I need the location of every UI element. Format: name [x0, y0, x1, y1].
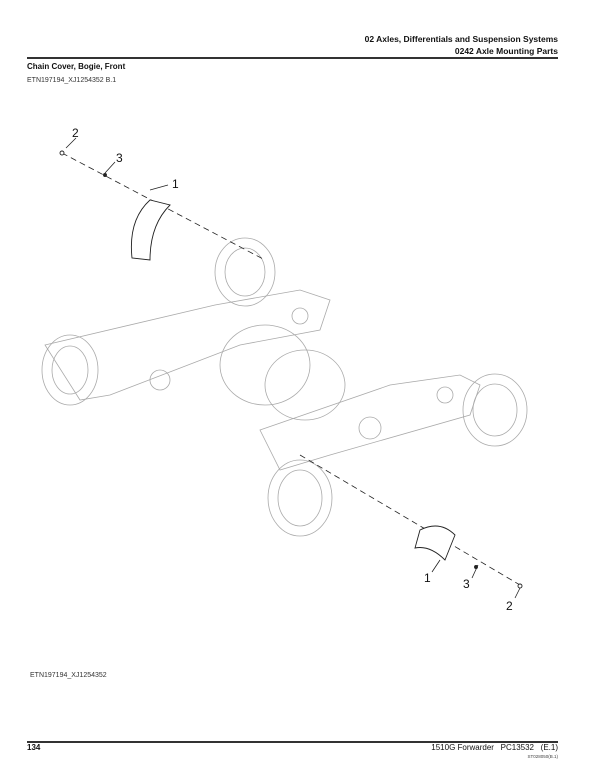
illustration-reference: ETN197194_XJ1254352 B.1	[27, 77, 117, 84]
page-title: Chain Cover, Bogie, Front	[27, 62, 126, 71]
illustration-reference: ETN197194_XJ1254352	[30, 672, 107, 679]
callout-1: 1	[424, 571, 431, 585]
header-divider	[27, 57, 558, 59]
section-title: 02 Axles, Differentials and Suspension S…	[364, 34, 558, 44]
leader-lines	[61, 137, 521, 599]
callout-2: 2	[506, 599, 513, 613]
callout-3: 3	[116, 151, 123, 165]
page-number: 134	[27, 743, 41, 752]
publication-code: ST028050(B.1)	[527, 754, 558, 759]
callout-3: 3	[463, 577, 470, 591]
callout-2: 2	[72, 126, 79, 140]
publication-info: 1510G Forwarder PC13532 (E.1)	[431, 743, 558, 752]
footer-divider	[27, 741, 558, 743]
group-title: 0242 Axle Mounting Parts	[454, 46, 558, 56]
callout-1: 1	[172, 177, 179, 191]
chain-cover-part	[59, 150, 523, 589]
bogie-assembly-drawing	[41, 237, 528, 537]
